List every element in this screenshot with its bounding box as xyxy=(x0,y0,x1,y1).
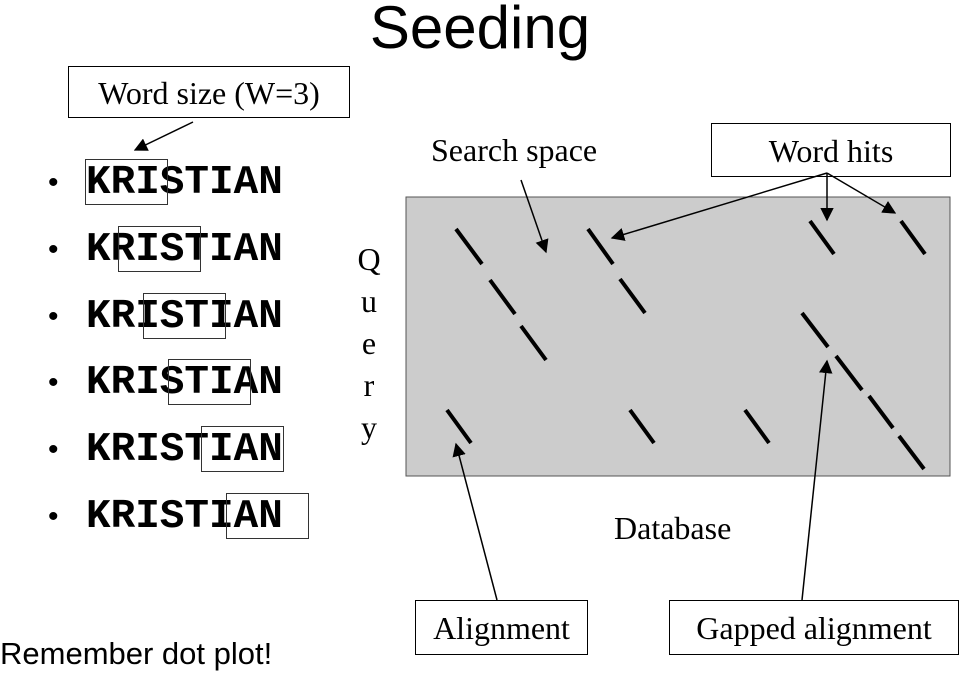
word-hits-arrow xyxy=(826,172,897,214)
word-window xyxy=(85,159,168,205)
search-space-arrow xyxy=(520,179,549,254)
bullet-icon: • xyxy=(48,299,59,333)
word-hit-segment xyxy=(618,277,647,315)
word-hit-segment xyxy=(488,278,517,316)
bullet-icon: • xyxy=(48,433,59,467)
sequence-row: • KRISTIAN xyxy=(48,292,348,359)
word-size-arrow xyxy=(133,121,194,151)
gapped-alignment-arrow xyxy=(801,359,833,601)
alignment-label: Alignment xyxy=(415,600,588,655)
sequence-text: KRISTIAN xyxy=(86,293,283,340)
query-letter: r xyxy=(363,367,375,403)
sequence-text: KRISTIAN xyxy=(86,493,283,540)
word-hits-label: Word hits xyxy=(711,123,951,177)
bullet-icon: • xyxy=(48,366,59,400)
sequence-row: • KRISTIAN xyxy=(48,492,348,559)
word-window xyxy=(168,359,251,406)
bullet-icon: • xyxy=(48,232,59,266)
footer-note: Remember dot plot! xyxy=(0,636,273,671)
word-size-label: Word size (W=3) xyxy=(68,66,350,118)
word-hit-segment xyxy=(899,219,927,256)
word-window xyxy=(143,292,226,339)
search-space-area xyxy=(405,196,951,477)
word-hit-segment xyxy=(867,394,895,430)
word-hit-segment xyxy=(834,354,864,392)
sequence-text: KRISTIAN xyxy=(86,160,283,206)
word-hit-segment xyxy=(743,408,771,445)
word-hit-segment xyxy=(897,434,926,471)
word-hit-segment xyxy=(454,227,484,266)
alignment-arrow xyxy=(452,442,498,601)
word-hit-segments xyxy=(445,219,927,471)
sequence-row: • KRISTIAN xyxy=(48,425,348,492)
slide-title: Seeding xyxy=(369,0,591,61)
sequence-text: KRISTIAN xyxy=(86,427,283,474)
word-hit-segment xyxy=(445,408,473,445)
word-hit-segment xyxy=(808,219,836,256)
sequence-row: • KRISTIAN xyxy=(48,158,348,225)
word-hit-segment xyxy=(519,324,548,362)
word-window xyxy=(118,225,201,272)
bullet-icon: • xyxy=(48,499,59,533)
word-hit-segment xyxy=(586,227,615,266)
word-window xyxy=(201,426,284,473)
search-space-label: Search space xyxy=(431,132,598,168)
word-hit-segment xyxy=(628,408,656,445)
sequence-list: • KRISTIAN • KRISTIAN • KRISTIAN • KRIST… xyxy=(48,158,348,559)
sequence-row: • KRISTIAN xyxy=(48,358,348,425)
query-letter: e xyxy=(361,325,377,361)
word-hits-arrow xyxy=(610,172,828,241)
query-letter: u xyxy=(361,283,377,319)
word-window xyxy=(226,492,309,539)
query-letter: y xyxy=(361,409,377,445)
bullet-icon: • xyxy=(48,166,59,199)
pointer-arrows xyxy=(133,121,897,601)
query-letter: Q xyxy=(357,241,381,277)
query-axis-label: Q u e r y xyxy=(352,238,386,448)
sequence-row: • KRISTIAN xyxy=(48,225,348,292)
database-label: Database xyxy=(614,510,732,546)
word-hit-segment xyxy=(800,311,830,349)
gapped-alignment-label: Gapped alignment xyxy=(669,600,959,655)
